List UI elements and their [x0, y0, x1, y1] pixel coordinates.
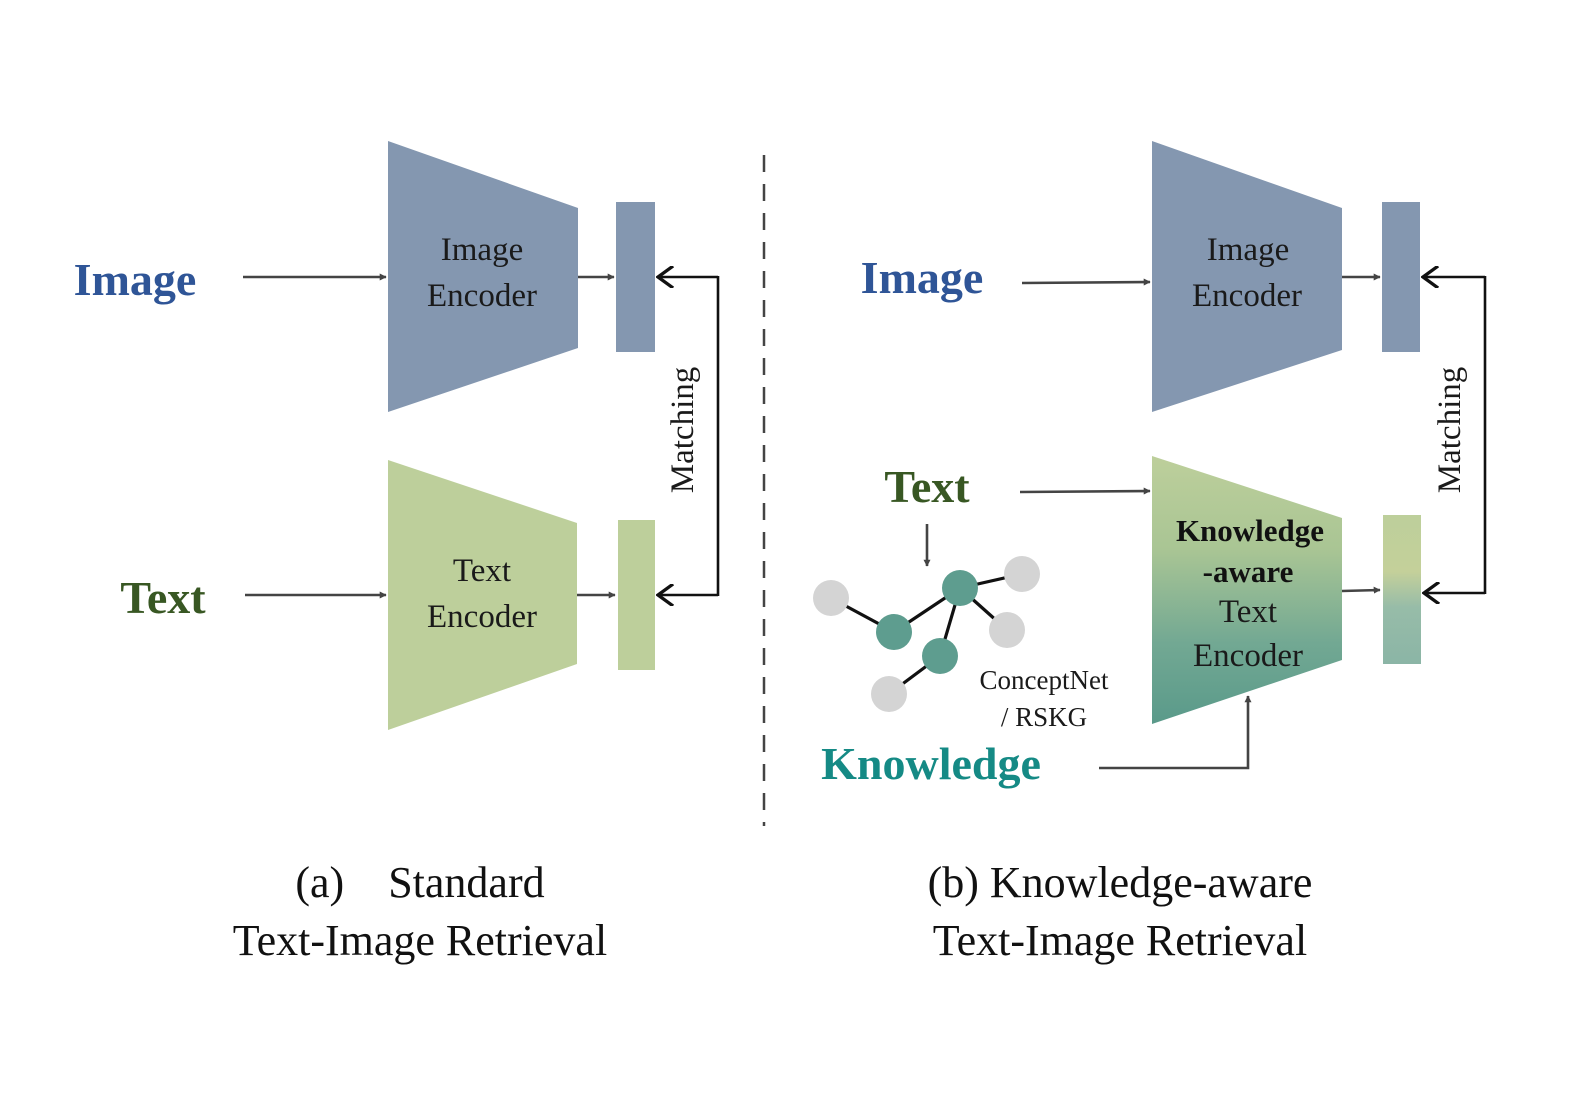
panel-a: Image Text Image Encoder Text Encoder Ma…	[74, 141, 720, 965]
panel-b-matching-label: Matching	[1432, 367, 1468, 493]
panel-b-knowledge-aware-text-encoder	[1152, 456, 1342, 724]
panel-a-text-feature-vector	[618, 520, 655, 670]
panel-b-text-feature-arrow	[1341, 586, 1381, 594]
panel-b-text-encoder-label-4: Encoder	[1193, 638, 1303, 674]
panel-b: Image Text Knowledge ConceptNet / RSKG I	[813, 141, 1487, 965]
panel-b-image-encoder-label-2: Encoder	[1192, 278, 1302, 314]
panel-b-image-encoder-label-1: Image	[1207, 232, 1289, 268]
panel-b-knowledge-input-label: Knowledge	[821, 738, 1041, 789]
graph-node-gray	[989, 612, 1025, 648]
graph-node-gray	[1004, 556, 1040, 592]
knowledge-graph	[813, 556, 1040, 712]
panel-a-image-encoder-label-2: Encoder	[427, 278, 537, 314]
graph-source-label-1: ConceptNet	[980, 665, 1109, 695]
graph-node-gray	[871, 676, 907, 712]
panel-b-text-feature-vector	[1383, 515, 1421, 664]
graph-node-teal	[922, 638, 958, 674]
panel-a-image-encoder-label-1: Image	[441, 232, 523, 268]
panel-b-text-input-label: Text	[884, 461, 970, 512]
panel-a-image-encoder	[388, 141, 578, 412]
graph-node-teal	[942, 570, 978, 606]
panel-b-knowledge-to-encoder-arrow	[1099, 695, 1252, 770]
panel-b-image-input-label: Image	[861, 252, 984, 303]
panel-b-text-encoder-label-3: Text	[1219, 594, 1277, 630]
panel-a-caption-line-2: Text-Image Retrieval	[233, 916, 607, 965]
panel-a-text-encoder	[388, 460, 577, 730]
panel-b-image-encoder	[1152, 141, 1342, 412]
panel-b-caption-line-2: Text-Image Retrieval	[933, 916, 1307, 965]
panel-b-image-feature-vector	[1382, 202, 1420, 352]
graph-source-label-2: / RSKG	[1001, 702, 1087, 732]
panel-b-text-encoder-label-1: Knowledge	[1176, 513, 1324, 548]
panel-a-matching-label: Matching	[665, 367, 701, 493]
panel-b-image-to-encoder-arrow	[1021, 278, 1151, 286]
panel-b-text-encoder-label-2: -aware	[1203, 554, 1294, 589]
panel-a-caption-line-1: (a) Standard	[295, 858, 544, 907]
panel-a-text-input-label: Text	[120, 572, 206, 623]
panel-b-text-to-encoder-arrow	[1019, 487, 1151, 495]
panel-a-text-encoder-label-2: Encoder	[427, 599, 537, 635]
panel-a-image-feature-vector	[616, 202, 655, 352]
panel-b-caption-line-1: (b) Knowledge-aware	[928, 858, 1313, 907]
panel-a-text-encoder-label-1: Text	[453, 553, 511, 589]
graph-node-teal	[876, 614, 912, 650]
panel-a-image-input-label: Image	[74, 254, 197, 305]
graph-node-gray	[813, 580, 849, 616]
